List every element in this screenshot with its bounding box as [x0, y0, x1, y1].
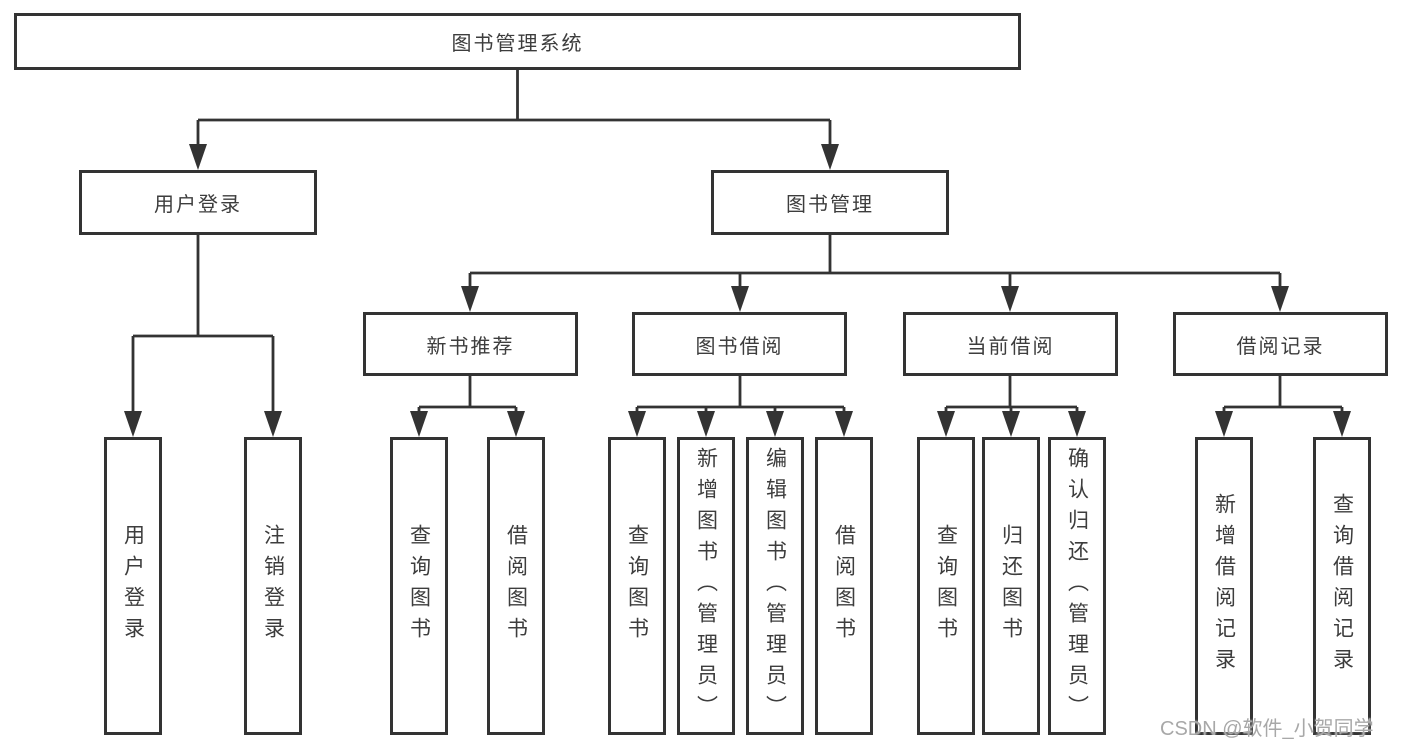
connector-current-borrow-branch: [937, 376, 1086, 437]
leaf-user-login: 用户登录: [104, 437, 162, 735]
node-new-book-recommend-label: 新书推荐: [426, 335, 515, 358]
leaf-query-borrow-record-label: 查询借阅记录: [1330, 493, 1354, 679]
node-user-login-label: 用户登录: [154, 194, 242, 216]
leaf-query-books-current-label: 查询图书: [934, 524, 958, 648]
leaf-query-books-current: 查询图书: [917, 437, 975, 735]
leaf-user-login-label: 用户登录: [121, 524, 145, 648]
node-new-book-recommend: 新书推荐: [363, 312, 578, 376]
leaf-confirm-return-admin: 确认归还（管理员）: [1048, 437, 1106, 735]
leaf-return-book: 归还图书: [982, 437, 1040, 735]
leaf-add-borrow-record-label: 新增借阅记录: [1212, 493, 1236, 679]
connector-borrow-records-branch: [1215, 376, 1351, 437]
node-library-system-label: 图书管理系统: [451, 33, 584, 55]
node-book-borrow-label: 图书借阅: [695, 335, 784, 358]
connector-book-borrow-branch: [628, 376, 853, 437]
connector-user-login-branch: [124, 235, 282, 437]
leaf-query-books-recommend-label: 查询图书: [407, 524, 431, 648]
node-current-borrow: 当前借阅: [903, 312, 1118, 376]
node-book-management: 图书管理: [711, 170, 949, 235]
leaf-logout-label: 注销登录: [261, 524, 285, 648]
leaf-borrow-books: 借阅图书: [815, 437, 873, 735]
leaf-add-book-admin-label: 新增图书（管理员）: [694, 446, 718, 726]
node-borrow-records: 借阅记录: [1173, 312, 1388, 376]
leaf-query-borrow-record: 查询借阅记录: [1313, 437, 1371, 735]
node-book-borrow: 图书借阅: [632, 312, 847, 376]
leaf-borrow-books-recommend-label: 借阅图书: [504, 524, 528, 648]
leaf-edit-book-admin: 编辑图书（管理员）: [746, 437, 804, 735]
leaf-borrow-books-label: 借阅图书: [832, 524, 856, 648]
node-user-login: 用户登录: [79, 170, 317, 235]
leaf-return-book-label: 归还图书: [999, 524, 1023, 648]
leaf-confirm-return-admin-label: 确认归还（管理员）: [1065, 446, 1089, 726]
leaf-add-book-admin: 新增图书（管理员）: [677, 437, 735, 735]
leaf-borrow-books-recommend: 借阅图书: [487, 437, 545, 735]
node-library-system: 图书管理系统: [14, 13, 1021, 70]
connector-new-book-branch: [410, 376, 525, 437]
node-borrow-records-label: 借阅记录: [1236, 335, 1325, 358]
leaf-add-borrow-record: 新增借阅记录: [1195, 437, 1253, 735]
node-current-borrow-label: 当前借阅: [966, 335, 1055, 358]
leaf-query-books-recommend: 查询图书: [390, 437, 448, 735]
leaf-logout: 注销登录: [244, 437, 302, 735]
connector-book-management-branch: [461, 235, 1289, 312]
leaf-query-books-borrow-label: 查询图书: [625, 524, 649, 648]
watermark: CSDN @软件_小贺同学: [1160, 718, 1374, 740]
node-book-management-label: 图书管理: [786, 194, 874, 216]
leaf-query-books-borrow: 查询图书: [608, 437, 666, 735]
leaf-edit-book-admin-label: 编辑图书（管理员）: [763, 446, 787, 726]
connector-root-to-level2: [189, 70, 839, 170]
